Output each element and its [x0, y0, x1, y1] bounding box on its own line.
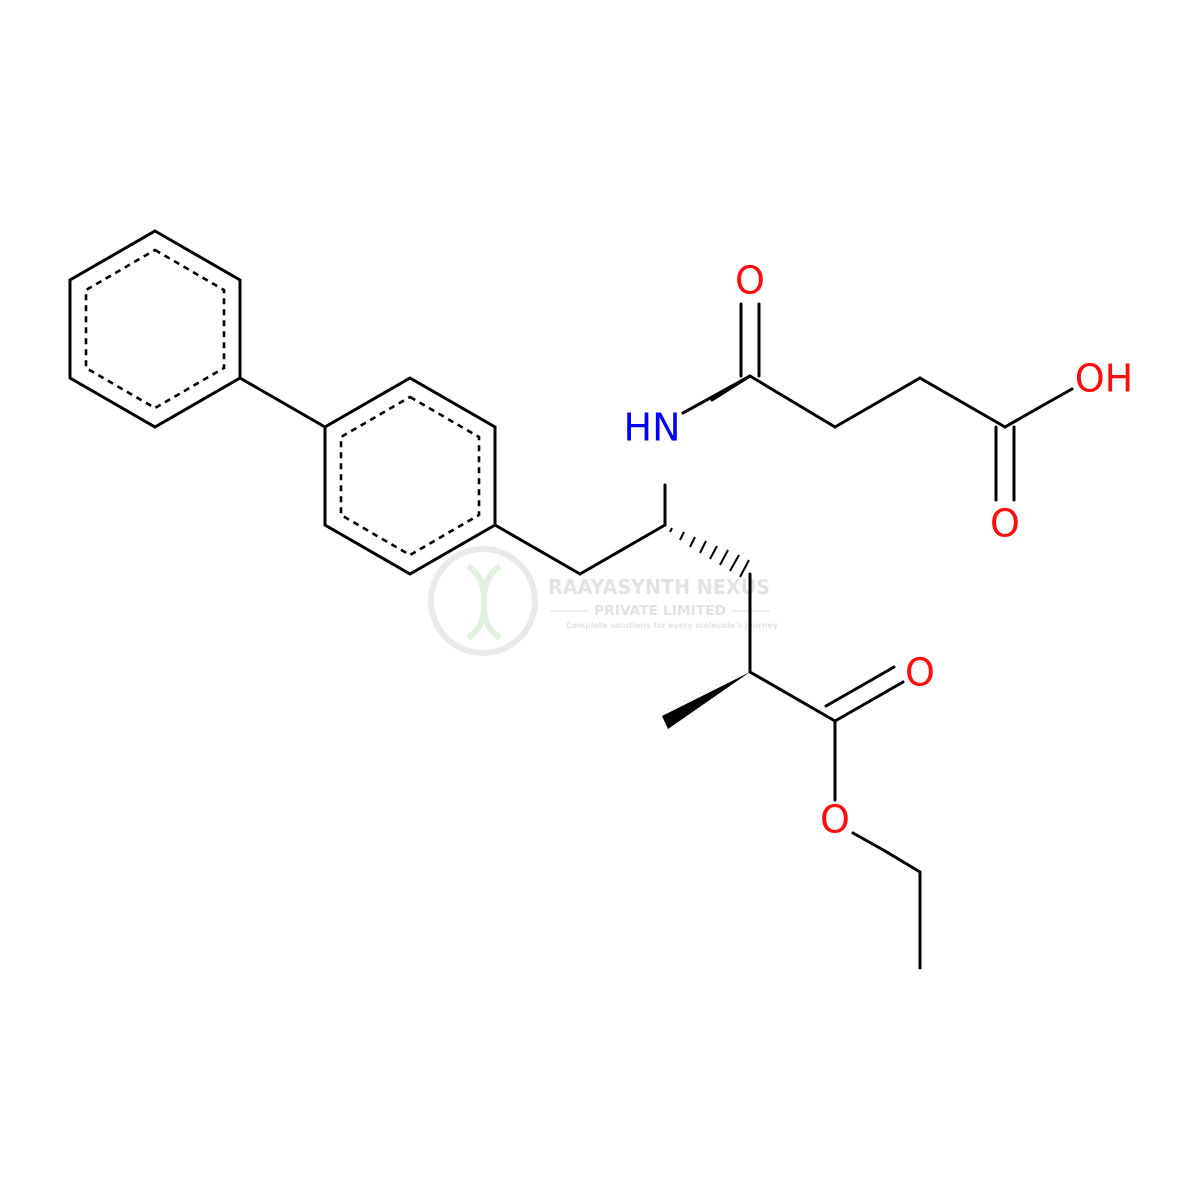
succinyl-chain [748, 374, 1007, 429]
solid-wedge-methyl [662, 672, 750, 729]
watermark-subtitle: PRIVATE LIMITED [594, 604, 726, 619]
watermark-logo-circle [428, 546, 538, 656]
acid-oh-label: OH [1075, 357, 1133, 401]
nh-label: HN [624, 406, 681, 450]
biaryl-bond [238, 376, 327, 429]
hashed-wedge-bond [669, 527, 750, 578]
acid-carbonyl [994, 425, 1016, 502]
amide-oxygen-label: O [735, 259, 765, 303]
watermark: RAAYASYNTH NEXUS PRIVATE LIMITED Complet… [428, 546, 779, 656]
watermark-tagline: Complete solutions for every molecule's … [566, 621, 779, 630]
phenyl-ring-terminal [68, 229, 242, 429]
ester-carbonyl [824, 665, 905, 723]
amide-carbonyl [739, 302, 761, 378]
watermark-company: RAAYASYNTH NEXUS [548, 575, 770, 599]
ch-ester-bond [748, 670, 837, 723]
phenyl-ring-inner [323, 376, 497, 576]
ester-oxygen-label: O [820, 798, 850, 842]
backbone [493, 374, 752, 576]
ester-carbonyl-oxygen-label: O [905, 651, 935, 695]
acid-oxygen-label: O [990, 502, 1020, 546]
dna-helix-icon [466, 563, 502, 641]
